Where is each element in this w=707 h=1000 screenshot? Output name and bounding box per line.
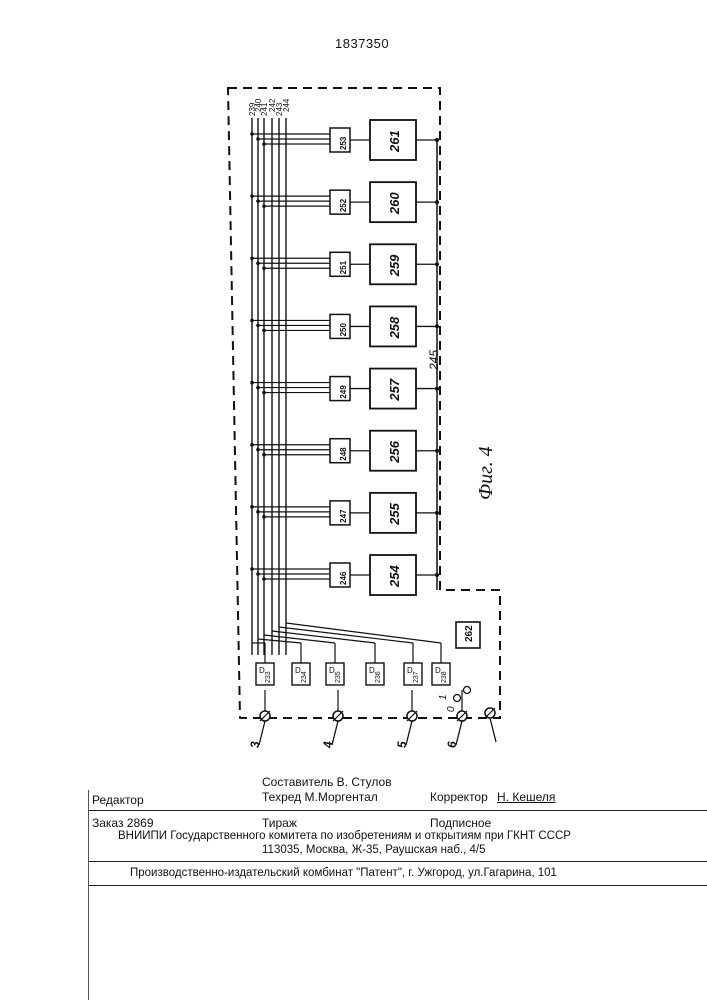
junction-dot (262, 391, 266, 395)
footer-rule-1 (88, 810, 707, 811)
figure-caption: Фиг. 4 (475, 446, 497, 500)
junction-dot (262, 204, 266, 208)
junction-dot (435, 449, 439, 453)
register-label: 251 (339, 260, 348, 274)
junction-dot (256, 572, 260, 576)
switch-contact-circle (464, 687, 471, 694)
junction-dot (250, 194, 254, 198)
vniipi-line: ВНИИПИ Государственного комитета по изоб… (118, 830, 571, 842)
junction-dot (262, 266, 266, 270)
register-label: 249 (339, 385, 348, 399)
junction-dot (262, 142, 266, 146)
junction-dot (256, 137, 260, 141)
block-label: 260 (387, 192, 402, 215)
terminal-lead (490, 718, 496, 742)
junction-dot (250, 381, 254, 385)
terminal-label: 5 (395, 741, 409, 748)
block-label: 256 (387, 440, 402, 463)
junction-dot (256, 510, 260, 514)
register-label: 253 (339, 136, 348, 150)
junction-dot (435, 138, 439, 142)
register-label: 247 (339, 509, 348, 523)
junction-dot (262, 329, 266, 333)
editor-label: Редактор (92, 793, 144, 807)
junction-dot (262, 515, 266, 519)
junction-dot (435, 324, 439, 328)
junction-dot (262, 453, 266, 457)
gate-label: 237 (413, 671, 420, 683)
junction-dot (256, 324, 260, 328)
switch-contact-1: 1 (438, 694, 449, 700)
junction-dot (250, 319, 254, 323)
compiler-line: Составитель В. Стулов (262, 775, 392, 789)
junction-dot (256, 199, 260, 203)
junction-dot (250, 256, 254, 260)
junction-dot (256, 261, 260, 265)
junction-dot (256, 448, 260, 452)
junction-dot (435, 200, 439, 204)
left-margin-line (88, 790, 89, 1000)
register-label: 250 (339, 323, 348, 337)
gate-233: D233 (252, 643, 274, 685)
terminal-extra (485, 708, 496, 742)
order-number: Заказ 2869 (92, 816, 154, 830)
bus-number-244: 244 (282, 98, 291, 112)
junction-dot (435, 262, 439, 266)
footer-rule-3 (88, 885, 707, 886)
junction-dot (262, 577, 266, 581)
gate-label: 235 (335, 671, 342, 683)
bus-245-label: 245 (427, 350, 441, 371)
register-label: 252 (339, 198, 348, 212)
terminal-label: 3 (248, 741, 262, 748)
junction-dot (250, 443, 254, 447)
address-line: 113035, Москва, Ж-35, Раушская наб., 4/5 (262, 844, 485, 856)
register-label: 246 (339, 571, 348, 585)
circuit-diagram: 245 246 254 247 255 248 256 249 257 250 258 251 259… (0, 0, 707, 780)
junction-dot (256, 386, 260, 390)
terminal-label: 6 (445, 741, 459, 748)
block-label: 258 (387, 316, 402, 339)
gate-label: 234 (301, 671, 308, 683)
terminal-4: 4 (321, 690, 343, 749)
block-label: 261 (387, 130, 402, 153)
subscription-label: Подписное (430, 816, 491, 830)
gate-label: 238 (441, 671, 448, 683)
junction-dot (250, 505, 254, 509)
footer-rule-2 (88, 861, 707, 862)
block-label: 254 (387, 565, 402, 588)
corrector-label: Корректор (430, 790, 488, 804)
switch-contacts: 01 (438, 687, 471, 713)
circulation-label: Тираж (262, 816, 297, 830)
register-label: 248 (339, 447, 348, 461)
junction-dot (435, 573, 439, 577)
switch-contact-circle (454, 695, 461, 702)
gate-label: 233 (265, 671, 272, 683)
block-label: 257 (387, 378, 402, 401)
dashed-enclosure (228, 88, 500, 718)
block-label: 259 (387, 254, 402, 277)
junction-dot (250, 132, 254, 136)
junction-dot (435, 511, 439, 515)
techred-line: Техред М.Моргентал (262, 790, 378, 804)
gate-bus-wire (279, 627, 413, 643)
gate-label: 236 (375, 671, 382, 683)
block-label: 255 (387, 502, 402, 525)
element-262-label: 262 (464, 625, 475, 642)
corrector-name: Н. Кешеля (497, 790, 555, 804)
junction-dot (250, 567, 254, 571)
publisher-line: Производственно-издательский комбинат "П… (130, 867, 557, 879)
switch-contact-0: 0 (446, 706, 457, 712)
terminal-label: 4 (321, 741, 335, 749)
junction-dot (435, 387, 439, 391)
gate-bus-wire (264, 635, 335, 643)
